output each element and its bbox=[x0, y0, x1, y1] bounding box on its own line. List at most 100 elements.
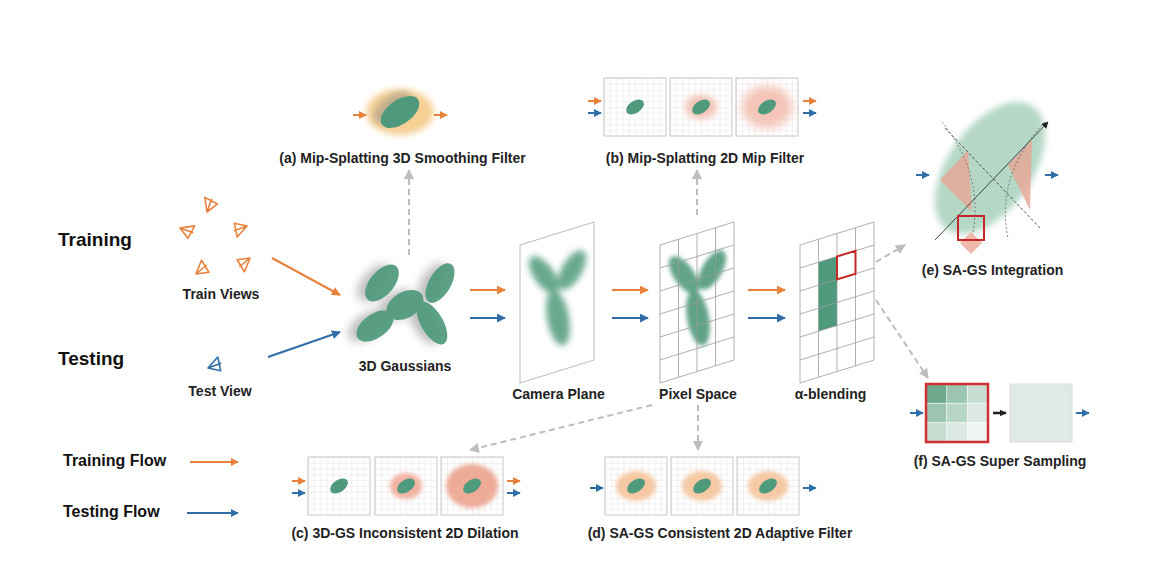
figure-label: (b) Mip-Splatting 2D Mip Filter bbox=[606, 150, 804, 167]
mip-filter-figure-part bbox=[604, 78, 666, 136]
flow-arrow bbox=[470, 317, 505, 319]
pixel-space-figure-part bbox=[660, 222, 734, 383]
train-cameras-part bbox=[192, 260, 212, 280]
gaussians-figure-part-part bbox=[351, 304, 399, 348]
dilation-figure-part bbox=[292, 480, 305, 482]
gaussians-figure-part-part bbox=[419, 258, 460, 307]
label-row: (c) 3D-GS Inconsistent 2D Dilation bbox=[270, 524, 540, 542]
mip-filter-figure-part bbox=[670, 78, 732, 136]
super-sampling-figure-part bbox=[967, 423, 988, 442]
integration-figure-part bbox=[916, 174, 929, 176]
dilation-figure-part bbox=[446, 464, 498, 508]
gaussians-figure-part-part bbox=[410, 297, 453, 350]
integration-figure-part bbox=[913, 82, 1068, 253]
super-sampling-figure-part bbox=[926, 384, 988, 442]
adaptive-filter-figure-part bbox=[590, 487, 603, 489]
adaptive-filter-figure-part bbox=[616, 471, 656, 501]
label-row: (d) SA-GS Consistent 2D Adaptive Filter bbox=[572, 524, 868, 542]
train-cameras-part bbox=[235, 253, 255, 273]
mip-filter-figure-part bbox=[588, 112, 601, 114]
detail-arrow bbox=[470, 405, 652, 450]
legend-sample-part bbox=[187, 512, 238, 514]
integration-figure-part bbox=[1008, 140, 1032, 210]
train-cameras-part bbox=[178, 221, 196, 239]
figure-label: (e) SA-GS Integration bbox=[922, 262, 1064, 279]
adaptive-filter-figure-part bbox=[737, 457, 799, 515]
figure-label: 3D Gaussians bbox=[359, 358, 452, 375]
figure-node: Train Views bbox=[170, 195, 272, 305]
figure-node: Test View bbox=[172, 345, 268, 402]
mip-filter-figure-part bbox=[755, 96, 778, 117]
mip-filter-figure-part bbox=[588, 100, 601, 102]
super-sampling-figure-part bbox=[926, 384, 988, 442]
smoothing-filter-figure-part bbox=[353, 114, 366, 116]
figure-node: (a) Mip-Splatting 3D Smoothing Filter bbox=[265, 85, 540, 170]
super-sampling-figure bbox=[910, 384, 1089, 442]
node-label-group: α-blending bbox=[785, 385, 876, 403]
integration-figure-part bbox=[1045, 174, 1058, 176]
node-label-group: (c) 3D-GS Inconsistent 2D Dilation bbox=[270, 524, 540, 542]
super-sampling-figure-part bbox=[947, 423, 968, 442]
figure-node: Camera Plane bbox=[505, 215, 612, 405]
figure-label: Pixel Space bbox=[659, 386, 737, 403]
integration-figure-part bbox=[960, 232, 982, 254]
label-row: α-blending bbox=[785, 385, 876, 403]
dilation-figure-part bbox=[441, 457, 503, 515]
label-row: (f) SA-GS Super Sampling bbox=[900, 452, 1100, 470]
adaptive-filter-figure-part bbox=[624, 475, 647, 496]
mip-filter-figure-part bbox=[742, 86, 792, 128]
figure-label: (c) 3D-GS Inconsistent 2D Dilation bbox=[291, 525, 518, 542]
flow-arrow bbox=[748, 317, 785, 319]
mip-filter-figure-part bbox=[803, 112, 816, 114]
integration-figure-part bbox=[958, 216, 984, 240]
figure-node: α-blending bbox=[785, 215, 876, 405]
adaptive-filter-figure-part bbox=[605, 457, 667, 515]
flow-arrow bbox=[748, 289, 785, 291]
figure-label: Camera Plane bbox=[512, 386, 605, 403]
gaussians-figure-part bbox=[351, 258, 461, 349]
label-row: (b) Mip-Splatting 2D Mip Filter bbox=[585, 149, 825, 167]
super-sampling-figure-part bbox=[993, 412, 1006, 415]
mip-filter-figure-part bbox=[623, 96, 646, 117]
dilation-figure-part bbox=[460, 475, 483, 496]
node-label-group: Test View bbox=[172, 382, 268, 400]
alpha-blending-figure-part bbox=[800, 222, 874, 383]
super-sampling-figure-part bbox=[1010, 384, 1072, 442]
label-row: (e) SA-GS Integration bbox=[905, 261, 1080, 279]
node-label-group: (d) SA-GS Consistent 2D Adaptive Filter bbox=[572, 524, 868, 542]
figure-label: (d) SA-GS Consistent 2D Adaptive Filter bbox=[588, 525, 853, 542]
legend-text: Testing Flow bbox=[63, 503, 160, 521]
super-sampling-figure-part bbox=[926, 403, 947, 422]
legend-sample bbox=[187, 462, 238, 513]
integration-figure-part bbox=[945, 128, 1040, 228]
figure-node: (f) SA-GS Super Sampling bbox=[900, 378, 1100, 473]
mip-filter-figure-part bbox=[803, 100, 816, 102]
node-label-group: (b) Mip-Splatting 2D Mip Filter bbox=[585, 149, 825, 167]
train-cameras bbox=[178, 196, 255, 279]
dilation-figure-part bbox=[507, 492, 520, 494]
alpha-blending-figure bbox=[800, 222, 874, 383]
figure-label: Test View bbox=[188, 383, 251, 400]
figure-node: Pixel Space bbox=[648, 215, 748, 405]
dilation-figure bbox=[292, 457, 520, 515]
adaptive-filter-figure-part bbox=[756, 475, 779, 496]
dilation-figure-part bbox=[308, 457, 370, 515]
camera-plane-figure-part bbox=[520, 222, 594, 383]
super-sampling-figure-part bbox=[926, 384, 947, 403]
node-label-group: (f) SA-GS Super Sampling bbox=[900, 452, 1100, 470]
label-row: Camera Plane bbox=[505, 385, 612, 403]
row-label: Testing bbox=[58, 348, 124, 370]
label-row: Test View bbox=[172, 382, 268, 400]
flow-arrow bbox=[612, 289, 648, 291]
adaptive-filter-figure-part bbox=[748, 471, 788, 501]
super-sampling-figure-part bbox=[947, 384, 968, 403]
super-sampling-figure-part bbox=[967, 384, 988, 403]
node-label-group: Camera Plane bbox=[505, 385, 612, 403]
node-label-group: Train Views bbox=[170, 285, 272, 303]
integration-figure-part bbox=[940, 150, 972, 212]
detail-arrow bbox=[408, 170, 410, 255]
adaptive-filter-figure-part bbox=[682, 471, 722, 501]
label-row: Pixel Space bbox=[648, 385, 748, 403]
